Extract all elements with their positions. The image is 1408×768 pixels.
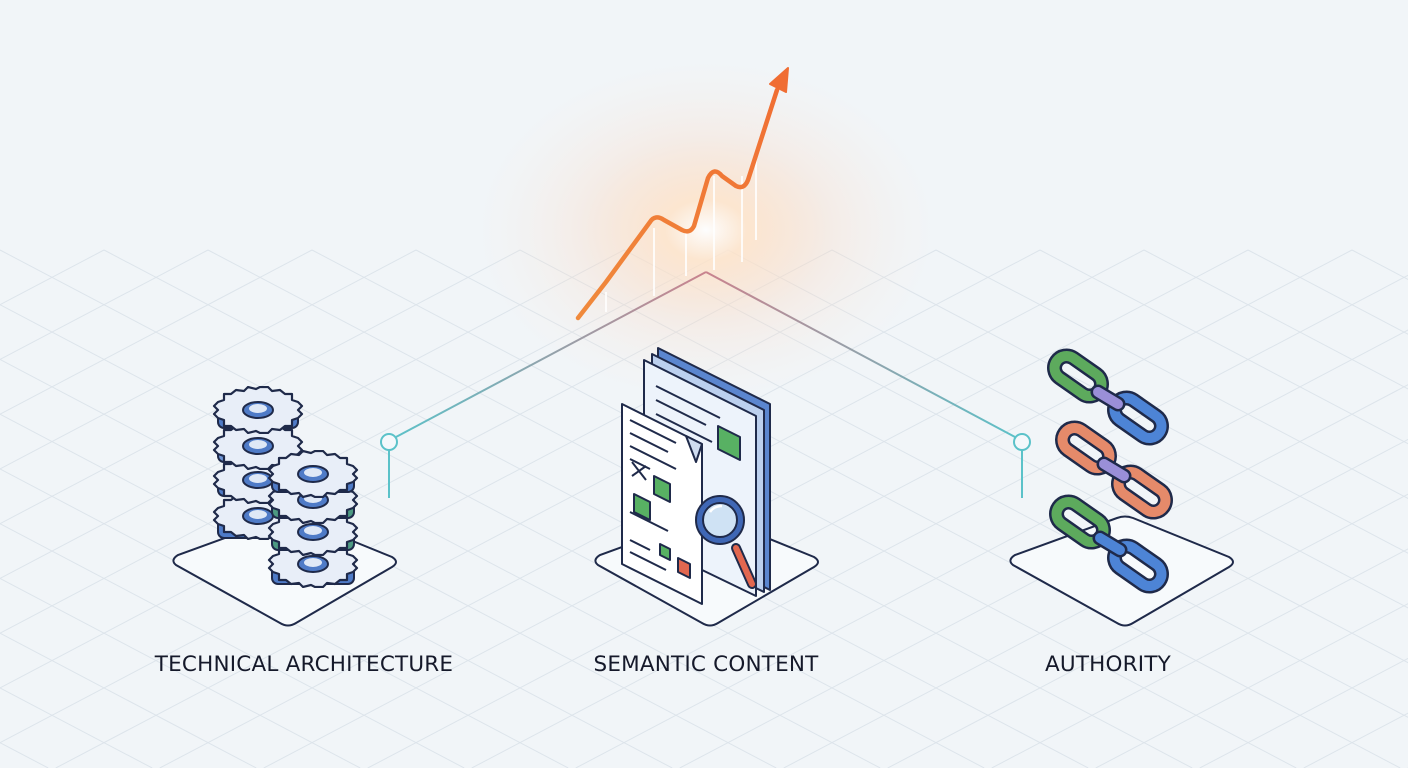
chain-links-icon xyxy=(1047,348,1173,594)
gears-icon xyxy=(212,386,359,588)
connector-lines xyxy=(380,271,1031,498)
connector-node-right xyxy=(1013,433,1031,451)
trend-arrow-icon xyxy=(575,67,789,321)
connector-node-left xyxy=(380,433,398,451)
documents-magnifier-icon xyxy=(621,347,771,605)
label-semantic-content: SEMANTIC CONTENT xyxy=(593,652,819,677)
connector-line-right xyxy=(705,271,1016,438)
label-authority: AUTHORITY xyxy=(1044,652,1171,677)
connector-line-left xyxy=(395,271,707,438)
glow-highlight xyxy=(476,60,936,400)
label-technical-architecture: TECHNICAL ARCHITECTURE xyxy=(154,652,454,677)
